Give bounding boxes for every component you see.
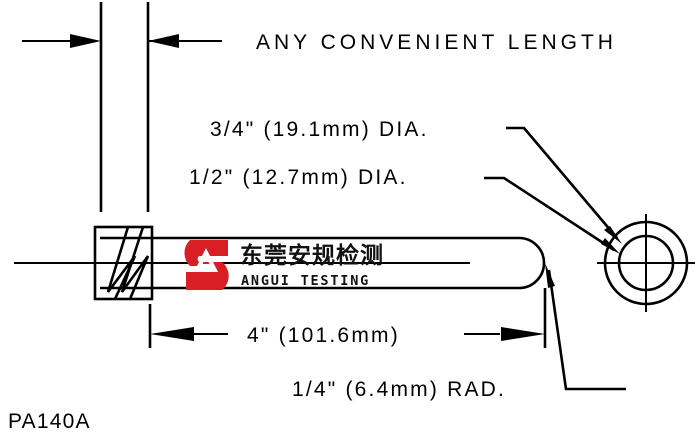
part-number-label: PA140A (8, 410, 91, 433)
outer-diameter-callout: 3/4" (19.1mm) DIA. (210, 118, 622, 244)
watermark-chinese-text: 东莞安规检测 (240, 242, 384, 269)
rod-side-view (14, 236, 546, 290)
length-arrowhead-right (501, 327, 545, 341)
any-convenient-length-label: ANY CONVENIENT LENGTH (256, 31, 617, 54)
any-convenient-length-dimension: ANY CONVENIENT LENGTH (22, 2, 617, 212)
rod-rounded-end (518, 236, 546, 290)
break-symbol-zigzag-left (106, 226, 137, 300)
break-symbol-box (93, 225, 154, 301)
arrowhead-right (148, 34, 179, 48)
leader-arrowhead-radius (545, 263, 555, 288)
outer-diameter-label: 3/4" (19.1mm) DIA. (210, 118, 429, 141)
inner-diameter-label: 1/2" (12.7mm) DIA. (189, 166, 408, 189)
logo-a-crossbar (200, 264, 212, 267)
watermark-english-text: ANGUI TESTING (241, 273, 370, 289)
end-view-circles (597, 214, 695, 312)
leader-line-radius (547, 269, 626, 391)
inner-diameter-callout: 1/2" (12.7mm) DIA. (189, 166, 620, 254)
radius-label: 1/4" (6.4mm) RAD. (292, 378, 506, 401)
length-label: 4" (101.6mm) (247, 324, 400, 347)
break-symbol-zigzag-right (120, 226, 150, 300)
leader-arrowhead-outer-dia (604, 226, 622, 244)
length-dimension: 4" (101.6mm) (148, 288, 547, 348)
leader-line-inner-dia (484, 176, 615, 252)
radius-callout: 1/4" (6.4mm) RAD. (292, 263, 626, 401)
arrowhead-left (70, 34, 101, 48)
break-symbol (93, 225, 154, 301)
leader-line-outer-dia (506, 126, 618, 239)
leader-arrowhead-inner-dia (601, 238, 620, 254)
length-arrowhead-left (150, 327, 194, 341)
watermark-logo: 东莞安规检测 ANGUI TESTING (184, 240, 384, 290)
